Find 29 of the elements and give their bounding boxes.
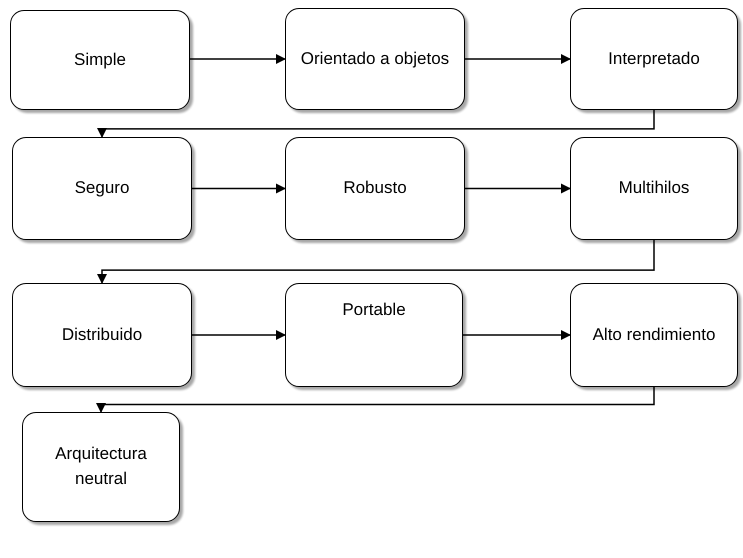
arrow	[463, 330, 571, 340]
box-label: Distribuido	[62, 324, 142, 346]
process-box	[10, 10, 190, 110]
process-box	[285, 8, 465, 110]
arrow	[192, 330, 286, 340]
box-label: Multihilos	[618, 177, 690, 200]
process-box	[570, 8, 738, 110]
box-label: Orientado a objetos	[300, 48, 450, 70]
arrow	[96, 387, 655, 413]
box-label: Portable	[342, 299, 406, 321]
arrow	[465, 184, 571, 194]
arrow	[190, 54, 286, 64]
process-box	[570, 283, 738, 387]
box-label: Interpretado	[608, 48, 700, 70]
process-box	[285, 283, 463, 387]
arrow	[97, 110, 655, 138]
process-box	[570, 137, 738, 240]
box-label: Seguro	[74, 177, 130, 200]
arrow	[97, 240, 655, 284]
box-label: Arquitectura neutral	[54, 443, 148, 490]
process-box	[12, 283, 192, 387]
box-label: Alto rendimiento	[592, 324, 716, 346]
process-box	[12, 137, 192, 240]
process-box	[22, 412, 180, 522]
arrow	[465, 54, 571, 64]
arrow	[192, 184, 286, 194]
process-box	[285, 137, 465, 240]
box-label: Robusto	[343, 177, 407, 200]
box-label: Simple	[74, 48, 126, 71]
